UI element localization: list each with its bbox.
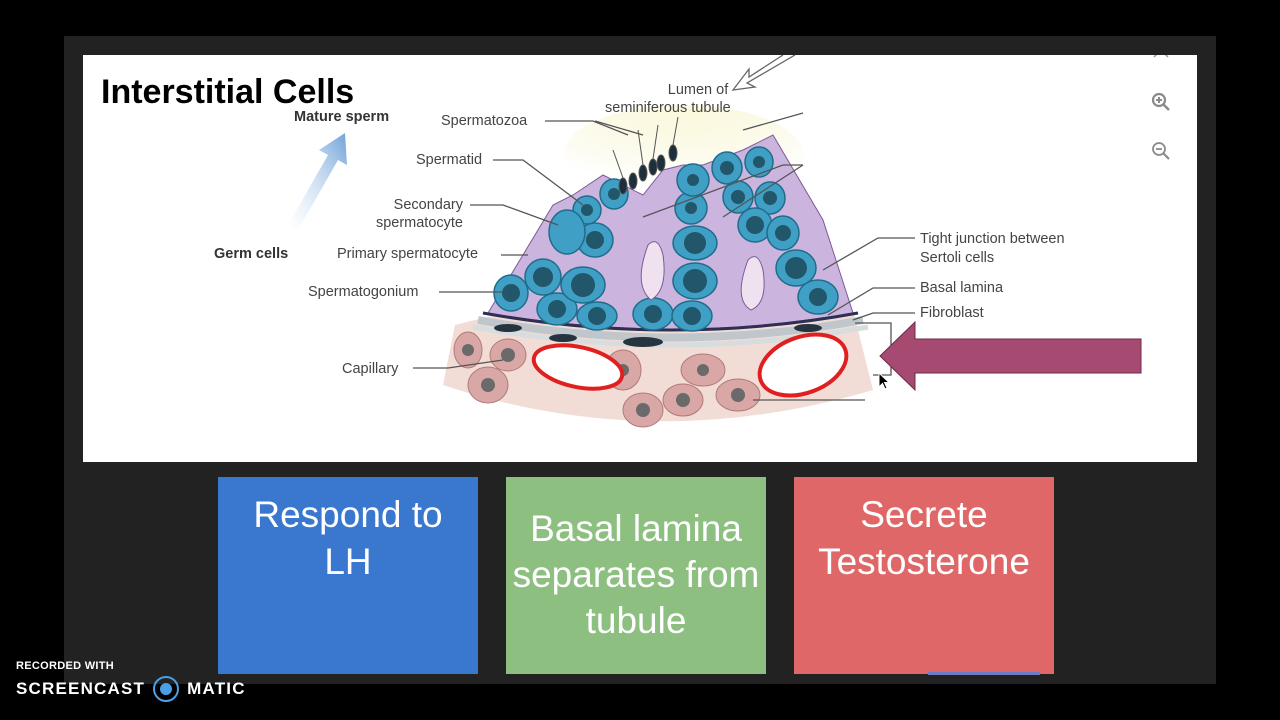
answer-box-basal-lamina[interactable]: Basal lamina separates from tubule (506, 477, 766, 674)
sertoli-nucleus (740, 256, 765, 311)
label-secondary-spermatocyte-2: spermatocyte (375, 215, 463, 231)
spermatozoa (612, 116, 679, 195)
answer-box-line: LH (324, 541, 372, 582)
fibroblast (623, 337, 663, 347)
label-spermatogonium: Spermatogonium (308, 284, 419, 300)
answer-box-line: Respond to (253, 494, 443, 535)
fibroblast (494, 324, 522, 332)
label-lumen-1: Lumen of (667, 82, 729, 98)
underlying-box-edge (928, 672, 1040, 675)
watermark-recorded-with: RECORDED WITH (16, 660, 115, 672)
answer-box-line: Basal lamina (530, 508, 742, 549)
screencast-logo-icon (153, 676, 180, 702)
answer-box-line: separates from (512, 554, 760, 595)
mouse-cursor-icon (878, 372, 890, 390)
slide-title: Interstitial Cells (101, 73, 355, 111)
seminiferous-tubule-diagram (288, 55, 1142, 428)
zoom-out-button[interactable] (1150, 140, 1172, 162)
zoom-out-icon (1152, 142, 1170, 160)
label-tight-junction-2: Sertoli cells (920, 250, 995, 266)
sertoli-nucleus (640, 241, 665, 301)
answer-box-line: Testosterone (818, 541, 1030, 582)
leader-lines (413, 112, 915, 401)
zoom-in-icon (1151, 92, 1170, 111)
answer-box-line: Secrete (860, 494, 988, 535)
slide-image: Interstitial Cells Mature sperm Germ cel… (83, 55, 1197, 462)
label-tight-junction-1: Tight junction between (920, 231, 1065, 247)
answer-box-line: tubule (585, 600, 687, 641)
fibroblast (549, 334, 577, 342)
answer-box-respond-to-lh[interactable]: Respond to LH (218, 477, 478, 674)
label-basal-lamina: Basal lamina (920, 280, 1004, 296)
label-spermatid: Spermatid (416, 152, 483, 168)
label-germ-cells: Germ cells (214, 246, 289, 262)
label-secondary-spermatocyte-1: Secondary (393, 197, 463, 213)
zoom-in-button[interactable] (1150, 91, 1172, 113)
capillary (531, 343, 625, 391)
label-fibroblast: Fibroblast (920, 305, 984, 321)
fibroblast (794, 324, 822, 332)
label-capillary: Capillary (342, 361, 399, 377)
mature-sperm-arrow (288, 133, 347, 230)
answer-box-secrete-testosterone[interactable]: Secrete Testosterone (794, 477, 1054, 674)
capillary (757, 332, 849, 398)
basal-lamina (482, 311, 859, 332)
watermark-screencast: SCREENCAST (16, 679, 146, 698)
screencast-watermark: RECORDED WITH SCREENCAST MATIC (16, 660, 246, 702)
watermark-matic: MATIC (187, 679, 246, 698)
highlight-arrow (879, 320, 1142, 392)
label-mature-sperm: Mature sperm (294, 109, 390, 125)
label-primary-spermatocyte: Primary spermatocyte (337, 246, 479, 262)
label-lumen-2: seminiferous tubule (605, 100, 731, 116)
close-icon (1153, 55, 1169, 58)
close-button[interactable] (1150, 55, 1172, 71)
lumen-pointer-arrow (731, 55, 796, 91)
label-spermatozoa: Spermatozoa (441, 113, 528, 129)
